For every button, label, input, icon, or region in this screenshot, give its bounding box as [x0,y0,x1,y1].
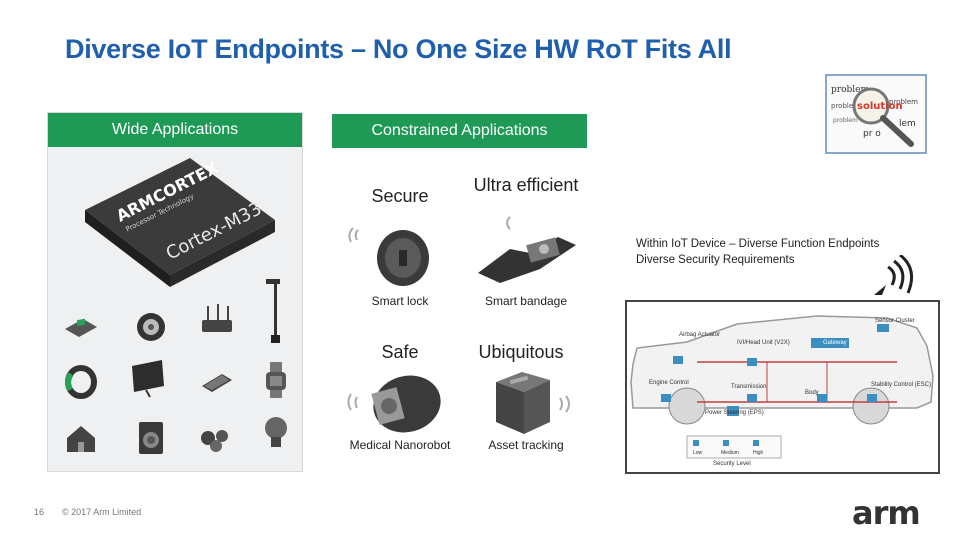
wide-applications-header: Wide Applications [48,113,302,147]
fitness-band-icon [65,365,97,399]
ultra-efficient-caption: Ultra efficient [473,175,579,195]
smart-lock-label: Smart lock [371,294,429,308]
stability-control-label: Stability Control (ESC) [871,382,931,388]
washing-machine-icon [139,422,163,454]
lightbulb-icon [265,417,287,447]
thumb-word: problem [831,85,869,95]
airbag-label: Airbag Actuator [679,332,720,338]
ivi-label: IVI/Head Unit (V2X) [737,340,790,346]
power-steering-label: Power Steering (EPS) [705,410,764,416]
car-diagram: Airbag Actuator IVI/Head Unit (V2X) Gate… [625,300,940,474]
transmission-label: Transmission [731,384,766,390]
wheel-icon [137,313,165,341]
medical-nanorobot-image [347,375,441,433]
thumb-word: problem [889,98,918,106]
safe-caption: Safe [381,342,419,362]
gateway-label: Gateway [823,340,847,346]
constrained-applications-header: Constrained Applications [332,114,587,148]
circuit-board-icon [65,318,97,337]
slide-title: Diverse IoT Endpoints – No One Size HW R… [65,34,732,64]
secure-caption: Secure [371,186,429,206]
thumb-word: problem [833,117,858,124]
caption-line-1: Within IoT Device – Diverse Function End… [636,238,880,250]
wireless-signal-icon [874,255,914,295]
copyright: © 2017 Arm Limited [62,507,142,517]
thumb-word: problem [831,102,860,110]
cortex-m33-chip: ARMCORTEX Processor Technology Cortex-M3… [85,158,275,287]
router-icon [202,304,232,332]
body-label: Body [805,390,819,396]
asset-tracking-image [496,372,570,434]
smart-lock-image [348,227,429,286]
page-number: 16 [34,507,45,517]
streetlight-icon [266,279,280,343]
caption-line-2: Diverse Security Requirements [636,254,795,266]
smart-bandage-label: Smart bandage [484,294,568,308]
monitor-icon [132,360,164,398]
ubiquitous-caption: Ubiquitous [478,342,564,362]
robot-icon [201,430,228,452]
smartwatch-icon [266,362,286,398]
engine-control-label: Engine Control [649,380,689,386]
phone-icon [202,374,232,392]
arm-logo: arm [852,494,921,532]
legend-medium: Medium [721,450,739,456]
thumb-word: pr o [863,129,881,139]
thumb-solution: solution [857,101,903,112]
sensor-cluster-label: Sensor Cluster [875,318,915,324]
problem-solution-image: problem problem problem problem solution… [825,74,927,154]
house-icon [67,426,95,452]
thumb-word: lem [899,119,916,129]
security-level-label: Security Level [713,461,751,467]
smart-bandage-image [478,216,576,283]
medical-nanorobot-label: Medical Nanorobot [349,438,451,452]
asset-tracking-label: Asset tracking [488,438,564,452]
legend-high: High [753,450,764,456]
device-icon-grid [56,279,296,465]
car-diagram-caption: Within IoT Device – Diverse Function End… [636,236,879,268]
legend-low: Low [693,450,703,456]
